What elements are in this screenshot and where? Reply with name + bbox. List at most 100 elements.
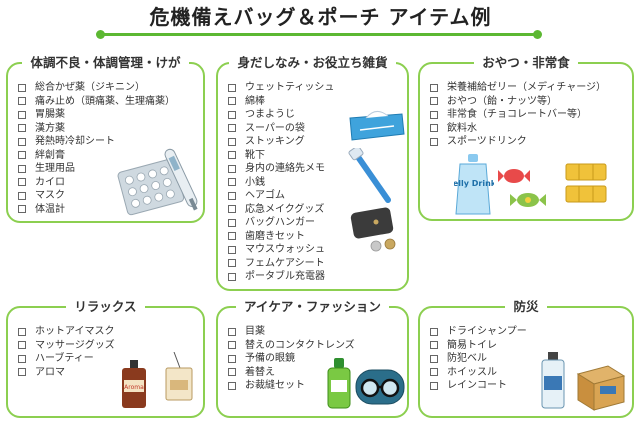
checkbox[interactable] xyxy=(228,259,236,268)
checkbox[interactable] xyxy=(18,327,26,336)
list-item: 非常食（チョコレートバー等） xyxy=(430,108,606,122)
checkbox[interactable] xyxy=(18,205,26,214)
title-dot-left xyxy=(96,30,105,39)
checkbox[interactable] xyxy=(430,327,438,336)
list-item: ホットアイマスク xyxy=(18,325,115,339)
list-item: 胃腸薬 xyxy=(18,108,175,122)
item-label: 体温計 xyxy=(35,203,65,215)
list-item: 防犯ベル xyxy=(430,352,527,366)
checkbox[interactable] xyxy=(228,381,236,390)
section-title: リラックス xyxy=(66,299,145,314)
checkbox[interactable] xyxy=(228,354,236,363)
section-relax: リラックス ホットアイマスクマッサージグッズハーブティーアロマ Aroma xyxy=(6,299,205,418)
checkbox[interactable] xyxy=(228,191,236,200)
checkbox[interactable] xyxy=(18,191,26,200)
checkbox[interactable] xyxy=(228,97,236,106)
item-label: 小銭 xyxy=(245,176,265,188)
checkbox[interactable] xyxy=(430,381,438,390)
wet-tissue-illustration xyxy=(349,111,405,141)
checkbox[interactable] xyxy=(18,83,26,92)
checkbox[interactable] xyxy=(430,124,438,133)
checkbox[interactable] xyxy=(430,368,438,377)
item-label: 靴下 xyxy=(245,149,265,161)
checkbox[interactable] xyxy=(228,178,236,187)
checkbox[interactable] xyxy=(228,272,236,281)
list-item: マウスウォッシュ xyxy=(228,243,334,257)
item-label: 防犯ベル xyxy=(447,353,487,364)
checkbox[interactable] xyxy=(18,178,26,187)
item-label: おやつ（飴・ナッツ等） xyxy=(447,95,557,107)
list-item: ハーブティー xyxy=(18,352,115,366)
item-label: 着替え xyxy=(245,366,275,378)
item-label: 非常食（チョコレートバー等） xyxy=(447,109,587,120)
checkbox[interactable] xyxy=(228,110,236,119)
list-item: ポータブル充電器 xyxy=(228,270,334,284)
item-label: ハーブティー xyxy=(35,353,94,364)
checkbox[interactable] xyxy=(430,341,438,350)
item-label: ウェットティッシュ xyxy=(245,82,335,93)
checkbox[interactable] xyxy=(18,137,26,146)
checkbox[interactable] xyxy=(18,97,26,106)
checkbox[interactable] xyxy=(430,354,438,363)
list-item: 予備の眼鏡 xyxy=(228,352,355,366)
checkbox[interactable] xyxy=(430,137,438,146)
checkbox[interactable] xyxy=(18,341,26,350)
checklist: 総合かぜ薬（ジキニン）痛み止め（頭痛薬、生理痛薬）胃腸薬漢方薬発熱時冷却シート絆… xyxy=(18,81,175,216)
checklist: ホットアイマスクマッサージグッズハーブティーアロマ xyxy=(18,325,115,379)
item-label: 痛み止め（頭痛薬、生理痛薬） xyxy=(35,95,175,107)
item-label: 応急メイクグッズ xyxy=(245,203,325,215)
item-label: ドライシャンプー xyxy=(447,326,527,337)
checkbox[interactable] xyxy=(228,137,236,146)
list-item: 靴下 xyxy=(228,149,334,163)
checkbox[interactable] xyxy=(228,218,236,227)
item-label: 総合かぜ薬（ジキニン） xyxy=(35,82,145,93)
section-snacks: おやつ・非常食 栄養補給ゼリー（メディチャージ）おやつ（飴・ナッツ等）非常食（チ… xyxy=(418,55,634,221)
checkbox[interactable] xyxy=(228,205,236,214)
checkbox[interactable] xyxy=(18,124,26,133)
wallet-coins-illustration xyxy=(350,207,396,252)
title-underline xyxy=(100,33,537,36)
checkbox[interactable] xyxy=(228,151,236,160)
section-eyecare: アイケア・ファッション 目薬替えのコンタクトレンズ予備の眼鏡着替えお裁縫セット xyxy=(216,299,409,418)
list-item: フェムケアシート xyxy=(228,257,334,271)
checkbox[interactable] xyxy=(228,341,236,350)
item-label: 替えのコンタクトレンズ xyxy=(245,339,355,351)
checkbox[interactable] xyxy=(228,232,236,241)
checkbox[interactable] xyxy=(18,151,26,160)
list-item: スーパーの袋 xyxy=(228,122,334,136)
item-label: バッグハンガー xyxy=(245,217,315,228)
list-item: 生理用品 xyxy=(18,162,175,176)
list-item: ホイッスル xyxy=(430,366,527,380)
list-item: アロマ xyxy=(18,366,115,380)
checkbox[interactable] xyxy=(228,83,236,92)
item-label: カイロ xyxy=(35,176,65,188)
spray-box-illustration xyxy=(541,352,626,411)
item-label: 身内の連絡先メモ xyxy=(245,163,325,174)
checkbox[interactable] xyxy=(228,124,236,133)
checkbox[interactable] xyxy=(430,97,438,106)
checkbox[interactable] xyxy=(18,354,26,363)
checkbox[interactable] xyxy=(228,245,236,254)
checkbox[interactable] xyxy=(228,368,236,377)
checkbox[interactable] xyxy=(228,164,236,173)
list-item: レインコート xyxy=(430,379,527,393)
item-label: マスク xyxy=(35,190,65,201)
item-label: 目薬 xyxy=(245,326,265,337)
item-label: スーパーの袋 xyxy=(245,122,305,134)
checkbox[interactable] xyxy=(430,83,438,92)
item-label: 絆創膏 xyxy=(35,149,65,161)
checkbox[interactable] xyxy=(18,164,26,173)
title-dot-right xyxy=(533,30,542,39)
checkbox[interactable] xyxy=(228,327,236,336)
list-item: 発熱時冷却シート xyxy=(18,135,175,149)
list-item: 身内の連絡先メモ xyxy=(228,162,334,176)
list-item: おやつ（飴・ナッツ等） xyxy=(430,95,606,109)
item-label: ポータブル充電器 xyxy=(245,271,325,282)
checkbox[interactable] xyxy=(430,110,438,119)
item-label: マッサージグッズ xyxy=(35,339,115,351)
checkbox[interactable] xyxy=(18,368,26,377)
checkbox[interactable] xyxy=(18,110,26,119)
checklist: ドライシャンプー簡易トイレ防犯ベルホイッスルレインコート xyxy=(430,325,527,393)
header: 危機備えバッグ＆ポーチ アイテム例 xyxy=(0,0,641,44)
item-label: 胃腸薬 xyxy=(35,109,65,120)
